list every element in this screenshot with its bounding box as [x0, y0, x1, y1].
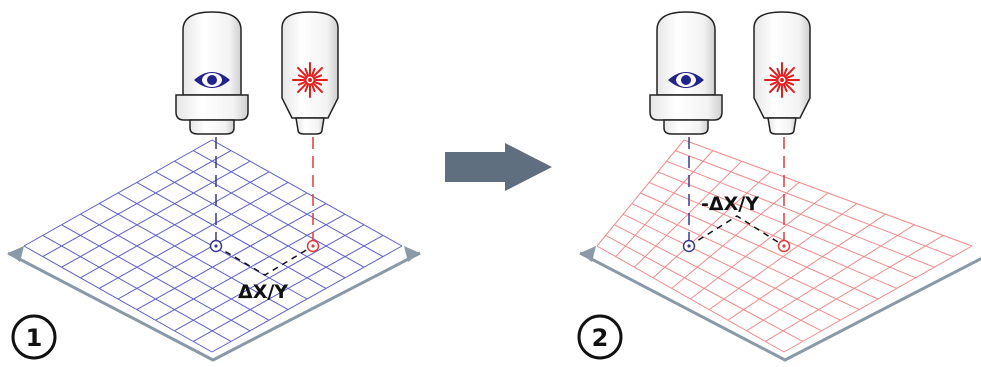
offset-label: -ΔX/Y	[701, 193, 759, 215]
laser-center	[780, 78, 784, 82]
step-badge: 1	[11, 314, 57, 360]
grid-plane	[596, 139, 973, 353]
laser-ray	[311, 84, 316, 93]
eye-icon	[194, 72, 230, 88]
step-number: 1	[26, 324, 43, 352]
grid-line	[622, 213, 841, 321]
laser-ray	[786, 74, 795, 79]
axis-arrowhead-left	[8, 246, 24, 262]
axis-arrowhead-left	[580, 246, 596, 262]
grid-line	[605, 234, 804, 342]
camera-marker	[209, 239, 223, 253]
grid-line	[61, 224, 251, 332]
camera-marker	[682, 239, 696, 253]
laser-ray	[304, 84, 309, 93]
laser-burst-icon	[292, 62, 328, 98]
laser-ray	[768, 66, 779, 77]
laser-ray	[313, 83, 324, 94]
laser-ray	[304, 67, 309, 76]
step-badge: 2	[577, 314, 623, 360]
laser-ray	[785, 83, 796, 94]
grid-line	[174, 224, 365, 332]
axis-arrowhead-right	[404, 246, 420, 262]
laser-ray	[297, 81, 306, 86]
panel-1: ΔX/Y 1	[7, 11, 421, 362]
laser-marker	[306, 239, 320, 253]
laser-ray	[783, 84, 788, 93]
grid-line	[192, 234, 384, 342]
laser-ray	[768, 83, 779, 94]
next-step-arrow	[445, 143, 552, 191]
laser-ray	[296, 83, 307, 94]
grid-line	[783, 245, 973, 353]
grid-line	[136, 203, 327, 311]
grid-line	[596, 245, 785, 353]
laser-lens	[281, 11, 339, 135]
laser-ray	[297, 74, 306, 79]
laser-marker	[777, 239, 791, 253]
axis-x	[7, 251, 421, 362]
panel-2: -ΔX/Y 2	[577, 11, 981, 362]
laser-ray	[769, 81, 778, 86]
laser-lens	[753, 11, 811, 135]
laser-ray	[776, 84, 781, 93]
grid-line	[640, 192, 879, 300]
camera-lens	[175, 11, 249, 135]
laser-ray	[786, 81, 795, 86]
grid-line	[614, 224, 822, 332]
camera-lens	[649, 11, 723, 135]
grid-line	[765, 234, 944, 342]
grid-line	[631, 203, 860, 311]
grid-line	[42, 234, 232, 342]
laser-center	[308, 78, 312, 82]
laser-ray	[783, 67, 788, 76]
laser-ray	[314, 81, 323, 86]
laser-ray	[776, 67, 781, 76]
laser-ray	[314, 74, 323, 79]
laser-ray	[313, 66, 324, 77]
grid-line	[80, 213, 270, 321]
laser-ray	[785, 66, 796, 77]
step-number: 2	[592, 324, 609, 352]
grid-line	[708, 203, 858, 311]
offset-line	[215, 245, 314, 276]
grid-line	[23, 245, 213, 353]
axis-x	[579, 251, 981, 362]
grid-line	[98, 203, 289, 311]
offset-line	[688, 215, 785, 247]
laser-burst-icon	[764, 62, 800, 98]
eye-icon	[668, 72, 704, 88]
laser-ray	[296, 66, 307, 77]
offset-label: ΔX/Y	[238, 281, 288, 303]
grid-line	[211, 245, 403, 353]
laser-ray	[311, 67, 316, 76]
laser-ray	[769, 74, 778, 79]
grid-line	[746, 224, 915, 332]
grid-line	[727, 213, 886, 321]
grid-line	[155, 213, 346, 321]
